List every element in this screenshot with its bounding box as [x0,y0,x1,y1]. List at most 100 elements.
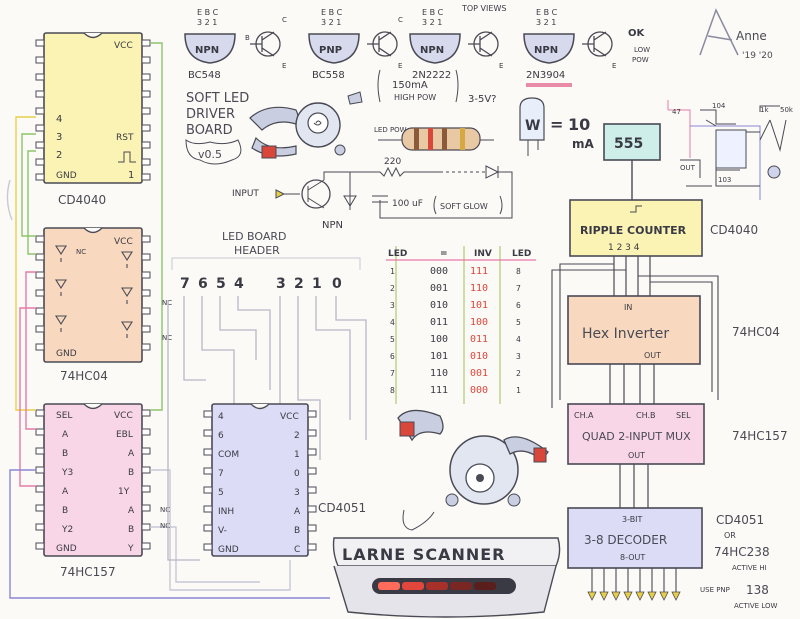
svg-text:LED: LED [388,249,407,259]
truth-table-cell: 8 [516,267,521,276]
svg-text:3-5V?: 3-5V? [468,94,496,105]
svg-text:INH: INH [218,507,234,517]
svg-text:NC: NC [162,334,172,342]
truth-table-cell: 5 [390,335,395,344]
svg-text:B: B [62,449,68,459]
svg-text:3-BIT: 3-BIT [622,515,643,524]
svg-text:2N3904: 2N3904 [526,70,565,81]
svg-text:100 uF: 100 uF [392,199,423,209]
svg-text:GND: GND [56,544,77,554]
truth-table-cell: 4 [390,318,395,327]
svg-text:Hex Inverter: Hex Inverter [582,326,669,342]
svg-text:220: 220 [384,157,401,167]
svg-text:NC: NC [160,506,170,514]
svg-text:8-OUT: 8-OUT [620,553,645,562]
svg-text:E B C: E B C [422,8,444,17]
svg-text:POW: POW [632,56,649,64]
truth-table-cell: 2 [516,369,521,378]
svg-text:3 2 1: 3 2 1 [422,18,442,27]
truth-table-cell: 101 [430,351,448,362]
truth-table-cell: 000 [470,385,488,396]
svg-text:1 2 3 4: 1 2 3 4 [608,243,640,253]
led-board-header: LED BOARD HEADER 7 6 5 4 3 2 1 0 [171,230,361,292]
svg-text:104: 104 [712,102,726,110]
chip-cd4040: VCC 4 3 2 GND RST 1 CD4040 [35,32,151,207]
truth-table-cell: 000 [430,266,448,277]
svg-text:OR: OR [724,531,736,540]
svg-text:'19 '20: '19 '20 [742,51,773,61]
svg-text:10: 10 [568,115,590,134]
svg-text:1: 1 [294,450,300,460]
svg-text:150mA: 150mA [392,80,428,91]
svg-text:B: B [245,34,250,42]
svg-text:B: B [294,526,300,536]
svg-text:5: 5 [218,488,224,498]
svg-text:USE PNP: USE PNP [700,586,730,594]
larne-scanner: LARNE SCANNER [332,537,561,618]
svg-text:E B C: E B C [197,8,219,17]
ok-note: OK [628,28,646,39]
svg-text:RST: RST [116,133,134,143]
truth-table-cell: 5 [516,318,521,327]
svg-text:3 2 1: 3 2 1 [536,18,556,27]
svg-text:LARNE SCANNER: LARNE SCANNER [342,545,505,564]
white-led: W = 10 mA [519,97,595,156]
truth-table-cell: 2 [390,284,395,293]
svg-text:BOARD: BOARD [186,123,233,138]
svg-text:7: 7 [180,276,190,292]
svg-text:LED BOARD: LED BOARD [222,230,287,243]
truth-table-cell: 110 [430,368,448,379]
svg-text:NPN: NPN [420,45,444,56]
svg-text:LOW: LOW [634,46,650,54]
svg-text:74HC04: 74HC04 [732,325,780,339]
svg-text:47: 47 [672,108,681,116]
truth-table-cell: 010 [470,351,488,362]
svg-text:ACTIVE HI: ACTIVE HI [732,564,767,572]
svg-text:OUT: OUT [628,451,645,460]
svg-text:E: E [612,62,616,70]
svg-text:B: B [62,506,68,516]
svg-text:VCC: VCC [114,41,133,51]
truth-table-cell: 111 [430,385,448,396]
svg-text:Y: Y [127,544,134,554]
svg-text:A: A [62,487,69,497]
block-diagram: 555 RIPPLE COUNTER 1 2 3 4 CD4040 IN Hex… [551,123,788,610]
svg-text:INV: INV [474,249,492,259]
svg-text:103: 103 [718,176,731,184]
svg-text:5: 5 [216,276,226,292]
svg-text:BC548: BC548 [188,70,221,81]
svg-text:C: C [398,16,403,24]
truth-table-cell: 7 [516,284,521,293]
svg-text:CH.B: CH.B [636,411,656,420]
svg-text:RIPPLE COUNTER: RIPPLE COUNTER [580,224,687,237]
svg-text:E: E [282,62,286,70]
svg-text:COM: COM [218,450,239,460]
truth-table-cell: 011 [470,334,488,345]
svg-text:E B C: E B C [536,8,558,17]
svg-text:4: 4 [218,412,224,422]
svg-text:Y3: Y3 [61,468,73,478]
truth-table-cell: 3 [516,352,521,361]
svg-text:v0.5: v0.5 [198,148,222,161]
truth-table-cell: 001 [430,283,448,294]
svg-text:VCC: VCC [114,411,133,421]
svg-text:LED POW: LED POW [374,126,407,134]
chip-74hc157: SEL VCC A EBL B A Y3 B A 1Y B A Y2 B GND… [35,403,151,579]
svg-text:3 2 1: 3 2 1 [321,18,341,27]
svg-text:1k: 1k [760,106,769,114]
svg-text:3: 3 [56,132,62,143]
svg-text:4: 4 [56,114,62,125]
led-driver-circuit: INPUT NPN 220 100 uF SOFT GLOW [232,157,513,231]
svg-text:2: 2 [294,431,300,441]
svg-text:NC: NC [162,299,172,307]
block-decoder [567,507,703,569]
svg-text:2N2222: 2N2222 [412,70,451,81]
svg-text:CD4051: CD4051 [716,513,764,527]
svg-text:NPN: NPN [534,45,558,56]
truth-table-cell: 6 [516,301,521,310]
svg-text:LED: LED [512,249,531,259]
top-views-note: TOP VIEWS [461,4,506,13]
truth-table-cell: 4 [516,335,521,344]
svg-text:ACTIVE LOW: ACTIVE LOW [734,602,777,610]
